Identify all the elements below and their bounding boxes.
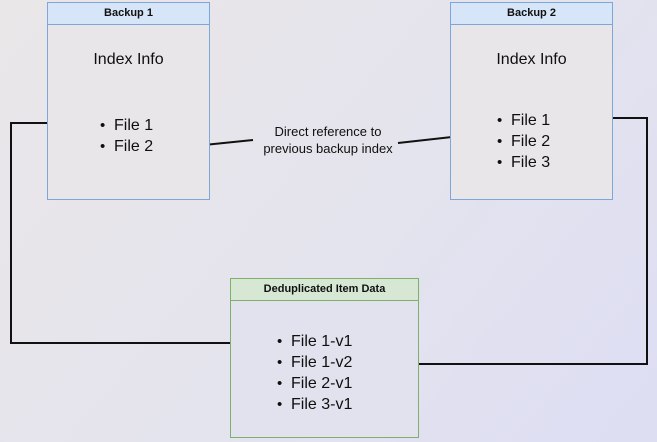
backup-1-index-info-label: Index Info — [93, 51, 164, 68]
dedup-file-list: File 1-v1 File 1-v2 File 2-v1 File 3-v1 — [277, 331, 352, 415]
node-deduplicated-item-data[interactable]: Deduplicated Item Data File 1-v1 File 1-… — [230, 278, 419, 438]
node-backup-2-body: Index Info File 1 File 2 File 3 — [451, 25, 612, 199]
list-item: File 1 — [100, 115, 153, 136]
list-item: File 3 — [497, 152, 550, 173]
list-item: File 2 — [100, 136, 153, 157]
backup-2-index-info-label: Index Info — [496, 51, 567, 68]
node-backup-1[interactable]: Backup 1 Index Info File 1 File 2 — [47, 2, 210, 200]
node-backup-2[interactable]: Backup 2 Index Info File 1 File 2 File 3 — [450, 2, 613, 200]
backup-2-file-list: File 1 File 2 File 3 — [497, 110, 550, 173]
list-item: File 1 — [497, 110, 550, 131]
node-backup-1-title: Backup 1 — [48, 3, 209, 25]
list-item: File 3-v1 — [277, 394, 352, 415]
backup-1-file-list: File 1 File 2 — [100, 115, 153, 157]
node-backup-1-body: Index Info File 1 File 2 — [48, 25, 209, 199]
edge-label-direct-reference: Direct reference to previous backup inde… — [263, 124, 393, 156]
list-item: File 1-v2 — [277, 352, 352, 373]
list-item: File 2-v1 — [277, 373, 352, 394]
node-dedup-body: File 1-v1 File 1-v2 File 2-v1 File 3-v1 — [231, 301, 418, 437]
list-item: File 1-v1 — [277, 331, 352, 352]
list-item: File 2 — [497, 131, 550, 152]
node-dedup-title: Deduplicated Item Data — [231, 279, 418, 301]
node-backup-2-title: Backup 2 — [451, 3, 612, 25]
